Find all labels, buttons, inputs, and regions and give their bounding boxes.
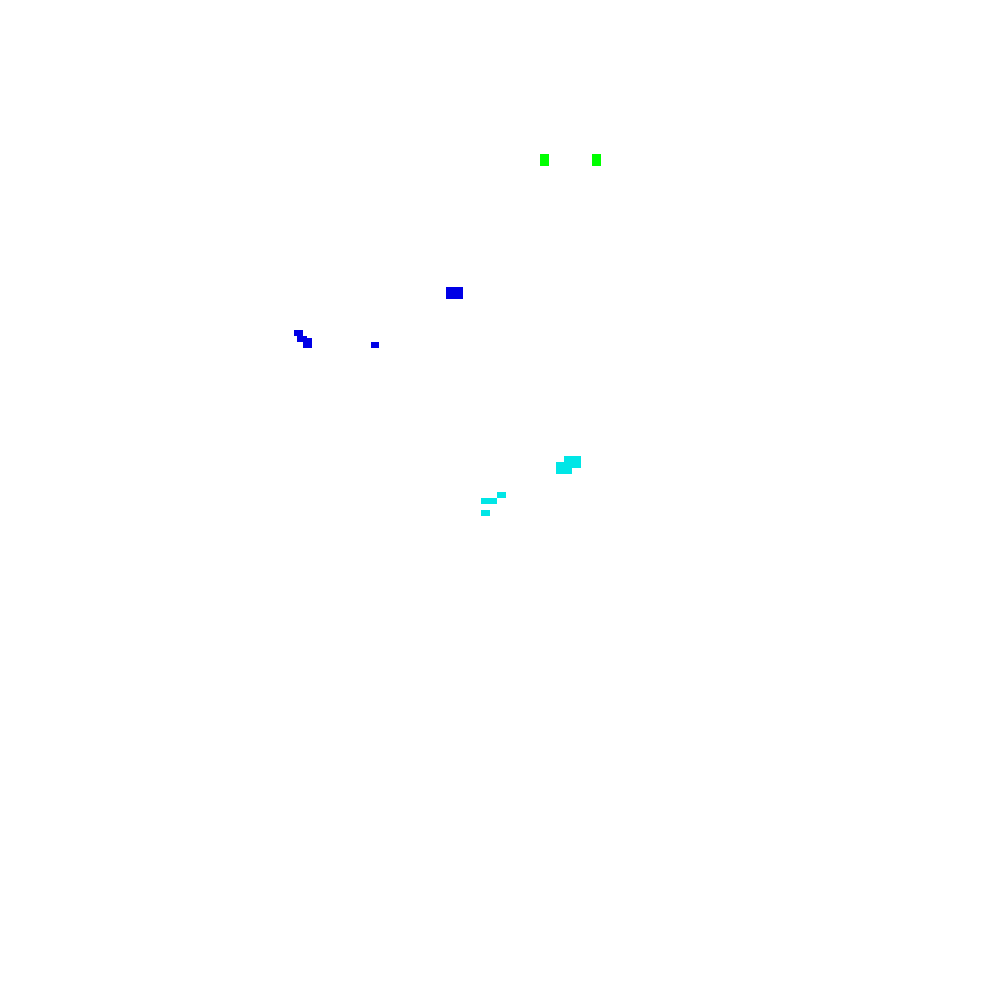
- blue-speck: [303, 338, 312, 348]
- cyan-speck: [481, 498, 497, 504]
- green-speck: [592, 154, 601, 166]
- cyan-speck: [556, 462, 572, 474]
- blue-speck: [294, 330, 303, 336]
- blue-speck: [446, 287, 463, 299]
- green-speck: [540, 154, 549, 166]
- blue-speck: [297, 336, 307, 342]
- blue-speck: [371, 342, 379, 348]
- cyan-speck: [497, 492, 506, 498]
- cyan-speck: [481, 510, 490, 516]
